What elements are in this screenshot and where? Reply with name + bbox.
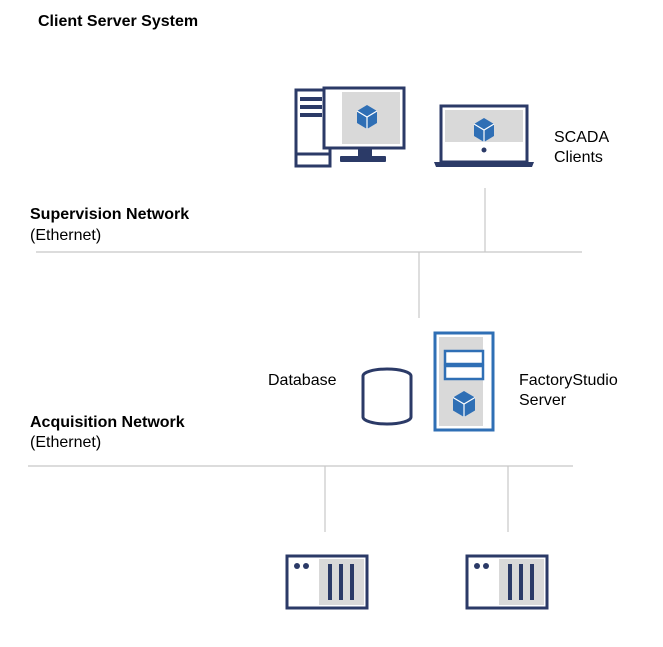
scada-clients-label-line2: Clients: [554, 149, 603, 166]
acquisition-network-medium: (Ethernet): [30, 434, 102, 451]
network-lines: [28, 188, 582, 532]
cube-logo-icon: [356, 105, 378, 129]
supervision-network-medium: (Ethernet): [30, 227, 102, 244]
database-icon: [361, 367, 413, 426]
database-label: Database: [268, 372, 337, 389]
supervision-network-label: Supervision Network: [30, 206, 190, 223]
acquisition-network-label: Acquisition Network: [30, 414, 185, 431]
field-device-icon: [285, 554, 369, 610]
cube-logo-icon: [452, 391, 476, 417]
server-label-line2: Server: [519, 392, 567, 409]
cube-logo-icon: [473, 118, 495, 142]
diagram-title: Client Server System: [38, 13, 199, 30]
desktop-workstation-icon: [294, 86, 406, 168]
scada-clients-label-line1: SCADA: [554, 129, 610, 146]
server-label-line1: FactoryStudio: [519, 372, 618, 389]
field-device-icon: [465, 554, 549, 610]
laptop-icon: [434, 104, 534, 167]
server-tower-icon: [433, 331, 495, 432]
